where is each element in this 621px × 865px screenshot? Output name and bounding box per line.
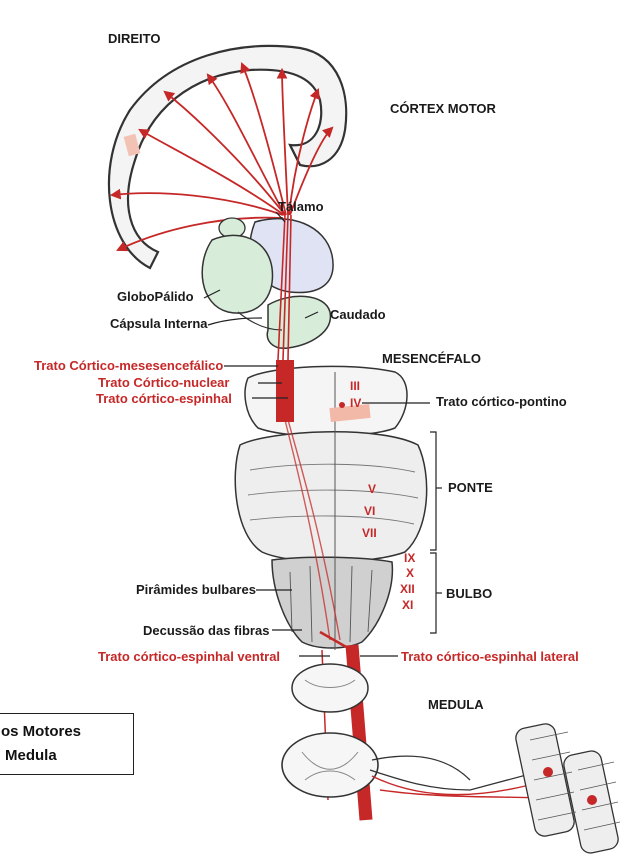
nerve-v: V: [368, 482, 377, 496]
label-decussacao: Decussão das fibras: [143, 623, 270, 638]
caption-line-1: os Motores: [1, 723, 82, 740]
medulla-oblongata: [271, 556, 394, 649]
midbrain: [244, 365, 408, 437]
caption-line-2: Medula: [5, 747, 57, 764]
label-capsula-interna: Cápsula Interna: [110, 316, 208, 331]
label-trato-pontino: Trato córtico-pontino: [436, 394, 567, 409]
label-globo-palido: GloboPálido: [117, 289, 194, 304]
label-caudado: Caudado: [330, 307, 386, 322]
label-bulbo: BULBO: [446, 586, 493, 601]
label-trato-mesencefalico: Trato Córtico-mesesencefálico: [34, 358, 224, 373]
muscle-fibers: [515, 723, 621, 854]
nerve-x: X: [406, 566, 415, 580]
label-cortex-motor: CÓRTEX MOTOR: [390, 101, 496, 116]
label-trato-espinhal: Trato córtico-espinhal: [96, 391, 232, 406]
nerve-xi: XI: [402, 598, 414, 612]
nerve-vii: VII: [362, 526, 377, 540]
spinal-section-upper: [291, 663, 369, 713]
nerve-vi: VI: [364, 504, 376, 518]
globus-pallidus: [201, 234, 274, 314]
nerve-iii: III: [350, 379, 361, 393]
label-talamo: Tálamo: [278, 199, 324, 214]
cortical-fibers: [109, 62, 334, 252]
label-direito: DIREITO: [108, 31, 161, 46]
spinal-section-lower: [281, 732, 379, 798]
label-mesencefalo: MESENCÉFALO: [382, 351, 481, 366]
nerve-iv: IV: [350, 396, 362, 410]
label-medula: MEDULA: [428, 697, 484, 712]
caudate: [266, 295, 332, 349]
nerve-xii: XII: [400, 582, 415, 596]
caption-box: os Motores Medula: [0, 713, 134, 775]
label-trato-ventral: Trato córtico-espinhal ventral: [98, 649, 281, 664]
label-trato-lateral: Trato córtico-espinhal lateral: [401, 649, 579, 664]
label-ponte: PONTE: [448, 480, 493, 495]
label-piramides: Pirâmides bulbares: [136, 582, 256, 597]
nerve-ix: IX: [404, 551, 416, 565]
label-trato-nuclear: Trato Córtico-nuclear: [98, 375, 230, 390]
pons: [234, 431, 428, 563]
